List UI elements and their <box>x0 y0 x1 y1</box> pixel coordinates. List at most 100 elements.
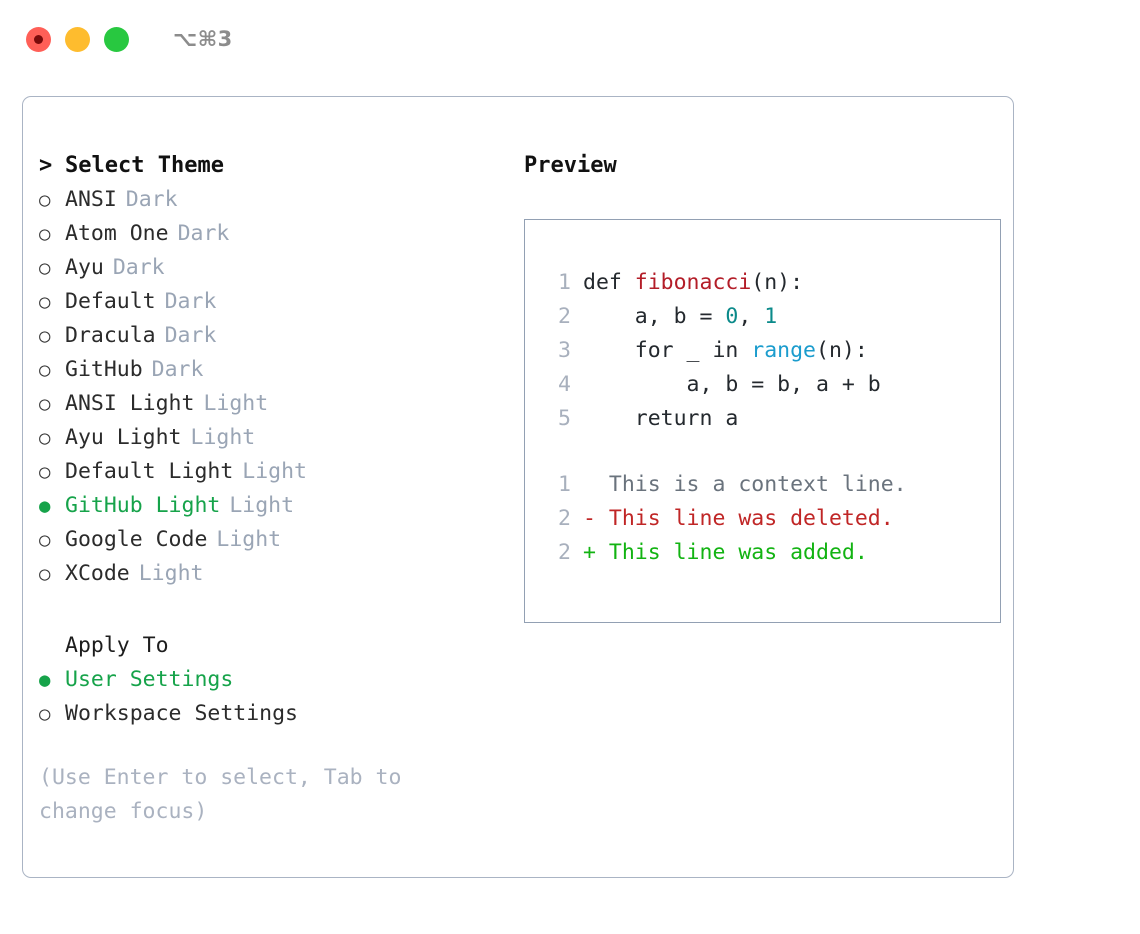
theme-list-item[interactable]: ○ Default Light Light <box>39 455 504 489</box>
radio-empty-icon: ○ <box>39 325 51 347</box>
code-token-plain: a, b = b, a + b <box>583 372 881 397</box>
theme-variant-tag: Dark <box>151 357 204 382</box>
diff-marker <box>583 468 596 502</box>
radio-empty-icon: ○ <box>39 189 51 211</box>
select-theme-title: Select Theme <box>65 153 224 178</box>
theme-variant-tag: Light <box>216 527 282 552</box>
code-token-plain: return a <box>583 406 739 431</box>
window-controls <box>26 26 129 52</box>
minimize-button[interactable] <box>65 26 90 52</box>
diff-marker: - <box>583 506 596 531</box>
window-titlebar: ⌥⌘3 <box>0 0 1140 78</box>
diff-line: 2- This line was deleted. <box>543 502 1000 536</box>
radio-empty-icon: ○ <box>39 257 51 279</box>
recording-dot-icon <box>34 34 43 44</box>
code-line-text: for _ in range(n): <box>583 334 868 368</box>
theme-variant-tag: Dark <box>164 323 217 348</box>
radio-empty-icon: ○ <box>39 461 51 483</box>
keyboard-hint-text: (Use Enter to select, Tab to change focu… <box>39 765 402 824</box>
code-token-fn: fibonacci <box>634 270 752 295</box>
theme-list-item[interactable]: ○ GitHub Dark <box>39 353 504 387</box>
code-token-plain: for _ in <box>583 338 752 363</box>
theme-variant-tag: Dark <box>177 221 230 246</box>
theme-name-label: GitHub <box>65 357 143 382</box>
theme-name-label: Default Light <box>65 459 234 484</box>
preview-title: Preview <box>524 153 617 178</box>
maximize-button[interactable] <box>104 26 129 52</box>
theme-list-item[interactable]: ○ Ayu Light Light <box>39 421 504 455</box>
radio-empty-icon: ○ <box>39 427 51 449</box>
line-number: 1 <box>558 270 571 295</box>
diff-line-text: This is a context line. <box>595 472 907 497</box>
theme-list-item[interactable]: ○ Default Dark <box>39 285 504 319</box>
diff-line-text: This line was added. <box>595 540 868 565</box>
theme-variant-tag: Light <box>203 391 269 416</box>
apply-to-option[interactable]: ○Workspace Settings <box>39 697 504 731</box>
theme-name-label: Atom One <box>65 221 169 246</box>
diff-marker: + <box>583 540 596 565</box>
radio-selected-icon: ● <box>39 669 51 691</box>
line-number: 2 <box>558 540 571 565</box>
theme-name-label: GitHub Light <box>65 493 221 518</box>
code-token-num: 1 <box>764 304 778 329</box>
apply-to-label: User Settings <box>65 667 234 692</box>
radio-empty-icon: ○ <box>39 529 51 551</box>
apply-to-option[interactable]: ● User Settings <box>39 663 504 697</box>
radio-empty-icon: ○ <box>39 223 51 245</box>
code-line-text: a, b = 0, 1 <box>583 300 777 334</box>
line-number: 5 <box>558 406 571 431</box>
diff-block: 1 This is a context line. 2- This line wa… <box>543 468 1000 570</box>
select-theme-header: > Select Theme <box>39 149 504 183</box>
radio-empty-icon: ○ <box>39 359 51 381</box>
apply-to-title: Apply To <box>65 633 169 658</box>
code-token-call: range <box>751 338 817 363</box>
spacer <box>543 436 1000 468</box>
theme-variant-tag: Dark <box>164 289 217 314</box>
code-line-text: return a <box>583 402 739 436</box>
spacer <box>39 731 504 761</box>
theme-name-label: Ayu Light <box>65 425 182 450</box>
code-line: 2 a, b = 0, 1 <box>543 300 1000 334</box>
theme-variant-tag: Dark <box>125 187 178 212</box>
line-number: 4 <box>558 372 571 397</box>
radio-empty-icon: ○ <box>39 291 51 313</box>
code-line-text: a, b = b, a + b <box>583 368 881 402</box>
line-number: 2 <box>558 304 571 329</box>
theme-variant-tag: Light <box>242 459 308 484</box>
theme-name-label: Default <box>65 289 156 314</box>
theme-name-label: Ayu <box>65 255 104 280</box>
diff-line-text: This line was deleted. <box>595 506 894 531</box>
diff-line: 2 + This line was added. <box>543 536 1000 570</box>
theme-name-label: XCode <box>65 561 130 586</box>
theme-variant-tag: Light <box>138 561 204 586</box>
line-number: 3 <box>558 338 571 363</box>
spacer <box>39 591 504 629</box>
radio-selected-icon: ● <box>39 495 51 517</box>
line-number: 1 <box>558 472 571 497</box>
prompt-caret-icon: > <box>39 153 53 178</box>
close-button[interactable] <box>26 26 51 52</box>
code-line: 5 return a <box>543 402 1000 436</box>
code-token-plain: a, b = <box>583 304 726 329</box>
apply-to-label: Workspace Settings <box>65 701 298 726</box>
theme-list-item[interactable]: ○ Atom One Dark <box>39 217 504 251</box>
theme-variant-tag: Light <box>190 425 256 450</box>
apply-to-list: ● User Settings ○Workspace Settings <box>39 663 504 731</box>
code-token-plain: def <box>583 270 635 295</box>
line-number: 2 <box>558 506 571 531</box>
keyboard-shortcut-label: ⌥⌘3 <box>173 26 233 51</box>
